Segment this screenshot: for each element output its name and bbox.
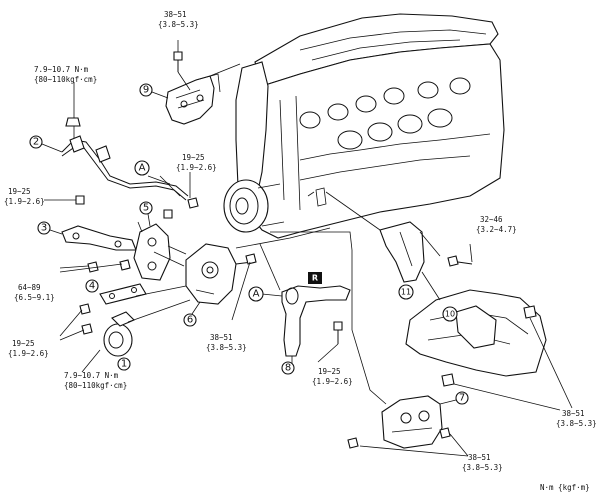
- torque-right-kgf: {3.2~4.7}: [476, 225, 517, 234]
- callout-4-label: 4: [89, 281, 95, 292]
- torque-bottom-kgf: {3.8~5.3}: [462, 463, 503, 472]
- torque-lower-left: 19~25 {1.9~2.6}: [8, 339, 49, 358]
- callout-8-label: 8: [285, 363, 291, 374]
- part-3-bracket: [61, 225, 137, 251]
- callout-5: 5: [139, 201, 153, 227]
- connector-a-upper: A: [134, 160, 150, 176]
- connector-a-upper-label: A: [139, 163, 146, 174]
- part-6-bracket: [185, 243, 253, 305]
- callout-7: 7: [439, 391, 469, 405]
- part-7-mount: [381, 395, 443, 449]
- part-2-oil-pipe: [61, 100, 189, 201]
- torque-top-bolt: 38~51 {3.8~5.3}: [158, 10, 199, 29]
- torque-top-bolt-nm: 38~51: [164, 10, 187, 19]
- callout-3: 3: [37, 221, 63, 235]
- connector-a-lower-label: A: [253, 289, 260, 300]
- unit-note: N·m {kgf·m}: [540, 483, 590, 492]
- torque-left-nm: 19~25: [8, 187, 31, 196]
- part-4-plate: [99, 283, 147, 305]
- callout-3-label: 3: [41, 223, 47, 234]
- callout-1: 1: [117, 357, 131, 371]
- part-8-water-pipe: [281, 285, 351, 364]
- torque-mid-nm: 19~25: [182, 153, 205, 162]
- torque-pipe-kgf: {1.9~2.6}: [312, 377, 353, 386]
- part-1-idler-pulley: [103, 311, 135, 357]
- part-10-heat-shield: [405, 289, 547, 377]
- callout-4: 4: [85, 279, 99, 293]
- torque-bottom-left: 7.9~10.7 N·m {80~110kgf·cm}: [64, 371, 127, 390]
- torque-left-nut-nm: 7.9~10.7 N·m: [34, 65, 89, 74]
- torque-bracket-nm: 64~89: [18, 283, 41, 292]
- part-11-bracket: [379, 221, 441, 283]
- callout-10: 10: [442, 306, 458, 322]
- callout-11-label: 11: [401, 288, 411, 297]
- torque-left-nut: 7.9~10.7 N·m {80~110kgf·cm}: [34, 65, 97, 84]
- part-5-bracket: [133, 221, 171, 281]
- torque-center: 38~51 {3.8~5.3}: [206, 333, 247, 352]
- torque-pipe: 19~25 {1.9~2.6}: [312, 367, 353, 386]
- torque-left-kgf: {1.9~2.6}: [4, 197, 45, 206]
- callout-6: 6: [183, 301, 201, 327]
- torque-lower-left-kgf: {1.9~2.6}: [8, 349, 49, 358]
- torque-center-kgf: {3.8~5.3}: [206, 343, 247, 352]
- torque-mid-kgf: {1.9~2.6}: [176, 163, 217, 172]
- callout-9: 9: [139, 83, 169, 99]
- callout-2: 2: [29, 135, 63, 153]
- torque-lower-left-nm: 19~25: [12, 339, 35, 348]
- torque-top-bolt-kgf: {3.8~5.3}: [158, 20, 199, 29]
- engine-block: [223, 13, 505, 239]
- torque-left-nut-kgf: {80~110kgf·cm}: [34, 75, 97, 84]
- torque-right-nm: 32~46: [480, 215, 503, 224]
- torque-bottom: 38~51 {3.8~5.3}: [462, 453, 503, 472]
- callout-6-label: 6: [187, 315, 193, 326]
- callout-8: 8: [281, 361, 295, 375]
- marker-r-label: R: [312, 274, 318, 283]
- torque-bracket-kgf: {6.5~9.1}: [14, 293, 55, 302]
- torque-bottom-nm: 38~51: [468, 453, 491, 462]
- torque-pipe-nm: 19~25: [318, 367, 341, 376]
- callout-1-label: 1: [121, 359, 127, 370]
- torque-bracket: 64~89 {6.5~9.1}: [14, 283, 55, 302]
- torque-right: 32~46 {3.2~4.7}: [476, 215, 517, 234]
- torque-lower-right: 38~51 {3.8~5.3}: [556, 409, 597, 428]
- callout-7-label: 7: [459, 393, 465, 404]
- torque-bottom-left-nm: 7.9~10.7 N·m: [64, 371, 119, 380]
- torque-lower-right-nm: 38~51: [562, 409, 585, 418]
- callout-9-label: 9: [143, 85, 149, 96]
- callout-11: 11: [398, 284, 414, 300]
- marker-r: R: [308, 272, 322, 284]
- connector-a-lower: A: [248, 286, 264, 302]
- callout-10-label: 10: [445, 310, 455, 319]
- torque-bottom-left-kgf: {80~110kgf·cm}: [64, 381, 127, 390]
- callout-2-label: 2: [33, 137, 39, 148]
- torque-left: 19~25 {1.9~2.6}: [4, 187, 45, 206]
- part-9-upper-bracket: [165, 51, 241, 125]
- leader-lines: [44, 40, 573, 457]
- callout-5-label: 5: [143, 203, 149, 214]
- torque-center-nm: 38~51: [210, 333, 233, 342]
- torque-mid: 19~25 {1.9~2.6}: [176, 153, 217, 172]
- torque-lower-right-kgf: {3.8~5.3}: [556, 419, 597, 428]
